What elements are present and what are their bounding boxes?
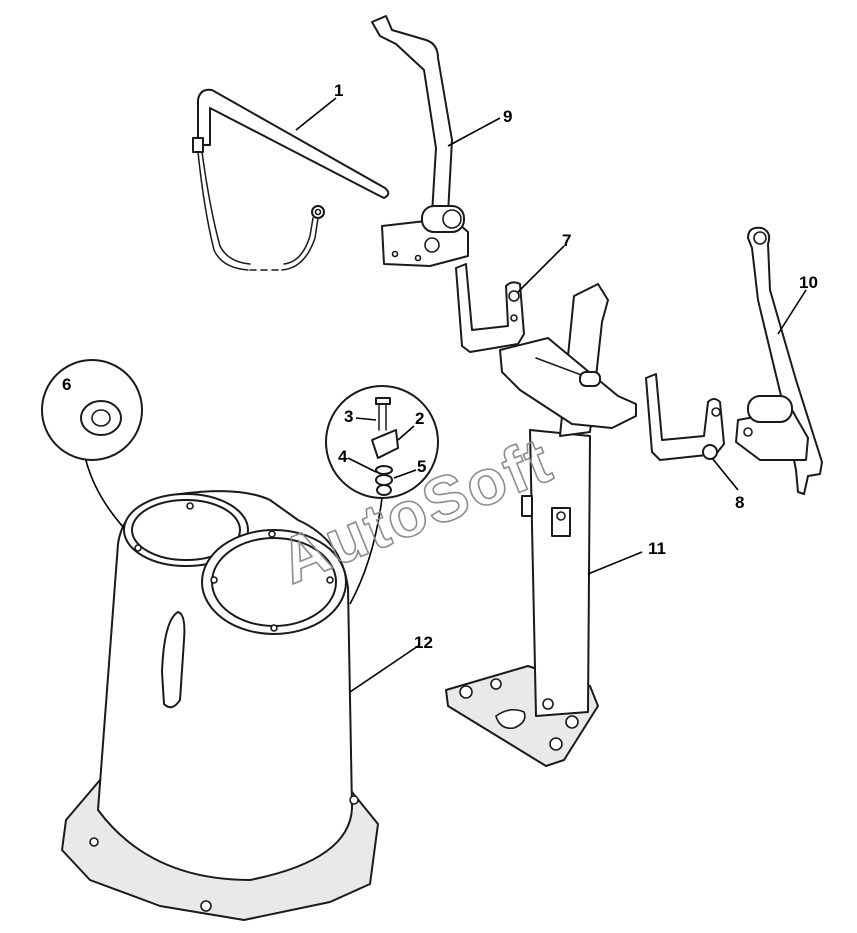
part-8-bracket	[645, 373, 725, 461]
callout-2: 2	[415, 409, 424, 428]
leader-4	[347, 457, 377, 473]
leader-2	[397, 425, 415, 441]
callout-5: 5	[417, 457, 426, 476]
leader-3	[355, 417, 377, 421]
callout-7: 7	[562, 231, 571, 250]
detail-circle-2-5	[325, 385, 439, 605]
leader-9	[447, 117, 501, 147]
callout-10: 10	[799, 273, 818, 292]
callout-11: 11	[648, 539, 666, 558]
part-9-shift-lever	[371, 15, 469, 267]
callout-1: 1	[334, 81, 343, 100]
detail-circle-6	[41, 359, 143, 529]
callout-3: 3	[344, 407, 353, 426]
leader-7	[517, 245, 565, 293]
part-12-console-housing	[61, 490, 379, 921]
part-10-lever	[735, 226, 823, 495]
part-11-pedestal	[445, 283, 637, 767]
leader-11	[587, 551, 643, 575]
callout-4: 4	[338, 447, 348, 466]
leader-10	[777, 289, 807, 335]
callout-12: 12	[414, 633, 433, 652]
leader-1	[295, 97, 337, 131]
callout-labels: 1 2 3 4 5 6 7 8 9 10 11 12	[62, 81, 818, 652]
leader-lines	[295, 97, 807, 693]
part-7-bracket	[455, 263, 525, 353]
leader-8	[711, 457, 739, 491]
leader-5	[393, 469, 417, 479]
callout-9: 9	[503, 107, 512, 126]
callout-8: 8	[735, 493, 744, 512]
leader-12	[349, 645, 419, 693]
part-1-cable-rod	[192, 88, 390, 271]
callout-6: 6	[62, 375, 71, 394]
